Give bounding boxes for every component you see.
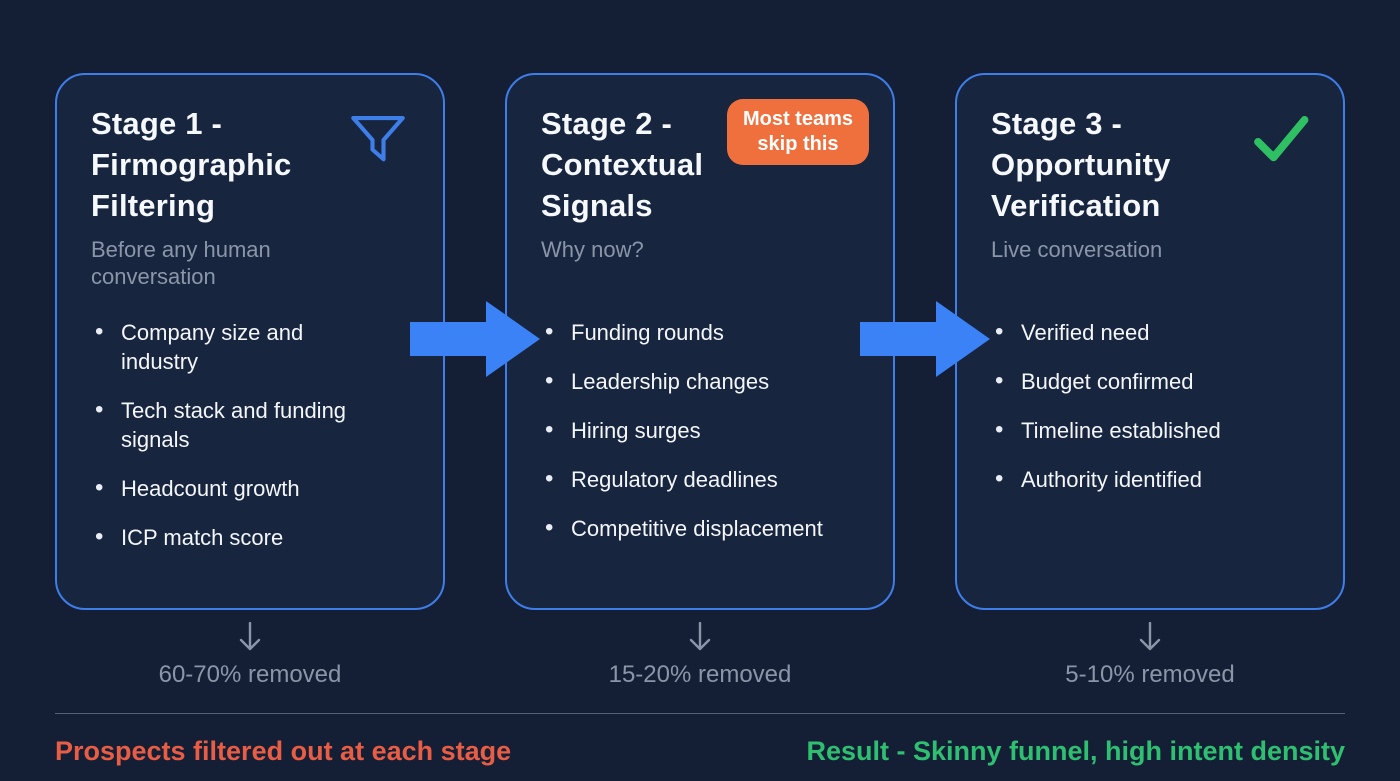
stage-2-bullet-list: Funding rounds Leadership changes Hiring… [541, 317, 861, 543]
stage-2-title: Stage 2 - Contextual Signals [541, 106, 704, 223]
bullet-item: Budget confirmed [991, 366, 1291, 396]
flow-arrow-icon [410, 299, 540, 384]
stage-2-card: Stage 2 - Contextual Signals Most teams … [505, 73, 895, 610]
stage-2-removed-label: 15-20% removed [608, 661, 792, 688]
stage-3-subtitle: Live conversation [991, 237, 1163, 262]
stage-3-card: Stage 3 - Opportunity Verification Live … [955, 73, 1345, 610]
stage-2-column: Stage 2 - Contextual Signals Most teams … [505, 73, 895, 689]
stage-1-header: Stage 1 - Firmographic Filtering [91, 103, 411, 226]
stages-row: Stage 1 - Firmographic Filtering Before … [0, 0, 1400, 689]
stage-1-removed-label: 60-70% removed [158, 661, 342, 688]
stage-1-card: Stage 1 - Firmographic Filtering Before … [55, 73, 445, 610]
bullet-item: Hiring surges [541, 415, 841, 445]
bullet-item: Regulatory deadlines [541, 464, 841, 494]
stage-3-column: Stage 3 - Opportunity Verification Live … [955, 73, 1345, 689]
check-icon [1249, 107, 1311, 174]
bullet-item: Leadership changes [541, 366, 841, 396]
down-arrow-icon [237, 621, 263, 657]
stage-1-subtitle: Before any human conversation [91, 237, 271, 289]
bullet-item: Competitive displacement [541, 513, 841, 543]
stage-2-header: Stage 2 - Contextual Signals Most teams … [541, 99, 869, 226]
stage-3-removed-label: 5-10% removed [1065, 661, 1235, 688]
bullet-item: Company size and industry [91, 317, 391, 376]
stage-1-bullet-list: Company size and industry Tech stack and… [91, 317, 411, 552]
bullet-item: Tech stack and funding signals [91, 395, 391, 454]
bullet-item: Timeline established [991, 415, 1291, 445]
stage-1-column: Stage 1 - Firmographic Filtering Before … [55, 73, 445, 689]
bullet-item: ICP match score [91, 522, 391, 552]
down-arrow-icon [1137, 621, 1163, 657]
stage-3-title: Stage 3 - Opportunity Verification [991, 106, 1171, 223]
bullet-item: Verified need [991, 317, 1291, 347]
down-arrow-icon [687, 621, 713, 657]
bullet-item: Funding rounds [541, 317, 841, 347]
footer-row: Prospects filtered out at each stage Res… [0, 714, 1400, 767]
stage-3-bullet-list: Verified need Budget confirmed Timeline … [991, 317, 1311, 494]
stage-3-header: Stage 3 - Opportunity Verification [991, 103, 1311, 226]
skip-badge: Most teams skip this [726, 99, 869, 165]
stage-1-title: Stage 1 - Firmographic Filtering [91, 106, 292, 223]
bullet-item: Headcount growth [91, 473, 391, 503]
flow-arrow-icon [860, 299, 990, 384]
footer-right-label: Result - Skinny funnel, high intent dens… [806, 736, 1345, 766]
stage-2-subtitle: Why now? [541, 237, 644, 262]
bullet-item: Authority identified [991, 464, 1291, 494]
footer-left-label: Prospects filtered out at each stage [55, 736, 512, 766]
divider [55, 713, 1345, 714]
funnel-icon [345, 107, 411, 178]
